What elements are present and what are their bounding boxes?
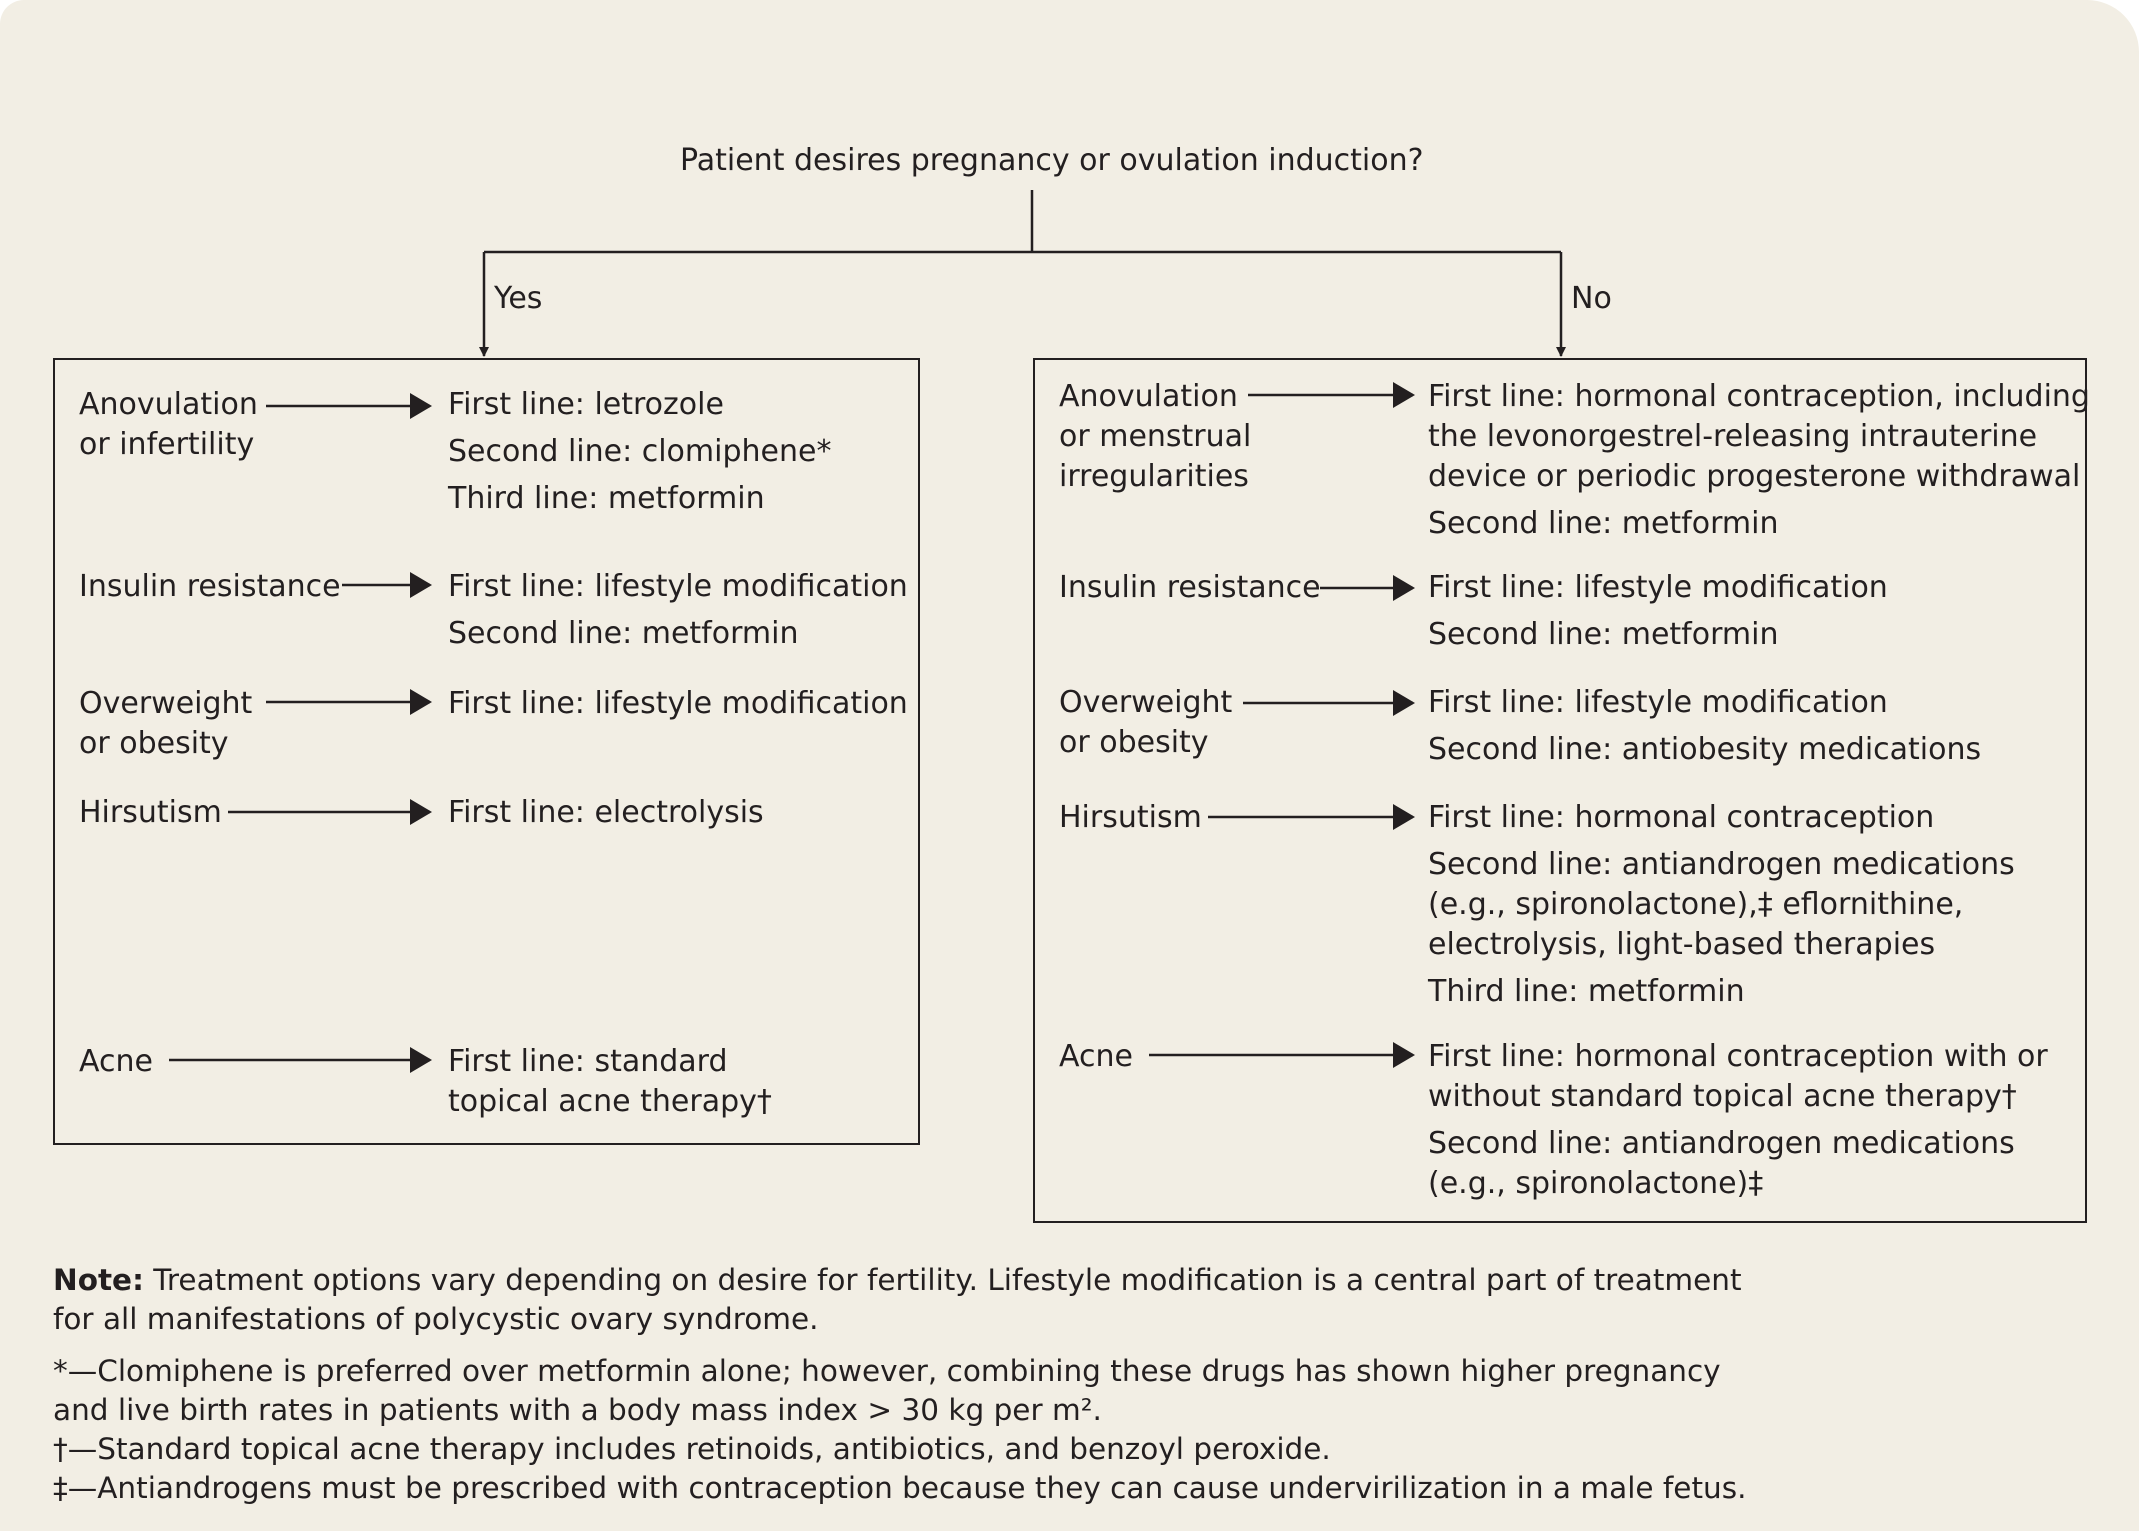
yes-hirsutism-condition: Hirsutism	[79, 795, 222, 830]
no-branch-label: No	[1571, 281, 1612, 316]
no-anovulation-condition: Anovulation or menstrual irregularities	[1059, 379, 1252, 494]
yes-insulin-treatments: First line: lifestyle modification Secon…	[448, 569, 908, 651]
question-text: Patient desires pregnancy or ovulation i…	[680, 143, 1424, 178]
no-acne-condition: Acne	[1059, 1039, 1133, 1074]
note-label: Note:	[53, 1263, 144, 1297]
yes-branch-label: Yes	[494, 281, 543, 316]
footnote-asterisk-line-1: *—Clomiphene is preferred over metformin…	[53, 1354, 1721, 1388]
yes-acne-condition: Acne	[79, 1044, 153, 1079]
no-insulin-condition: Insulin resistance	[1059, 570, 1321, 605]
note-text-line-1: Treatment options vary depending on desi…	[143, 1263, 1742, 1297]
note-text-line-2: for all manifestations of polycystic ova…	[53, 1302, 819, 1336]
yes-hirsutism-treatments: First line: electrolysis	[448, 795, 764, 830]
no-hirsutism-treatments: First line: hormonal contraception Secon…	[1428, 800, 2015, 1009]
footnotes: *—Clomiphene is preferred over metformin…	[53, 1352, 1746, 1508]
yes-acne-treatments: First line: standard topical acne therap…	[448, 1044, 772, 1119]
no-overweight-condition: Overweight or obesity	[1059, 685, 1233, 760]
no-treatment-box	[1033, 358, 2087, 1223]
footnote-double-dagger: ‡—Antiandrogens must be prescribed with …	[53, 1471, 1747, 1505]
yes-overweight-condition: Overweight or obesity	[79, 686, 253, 761]
yes-anovulation-condition: Anovulation or infertility	[79, 387, 258, 462]
footnote-dagger: †—Standard topical acne therapy includes…	[53, 1432, 1331, 1466]
no-hirsutism-condition: Hirsutism	[1059, 800, 1202, 835]
note-paragraph: Note: Treatment options vary depending o…	[53, 1261, 1742, 1339]
yes-overweight-treatments: First line: lifestyle modification	[448, 686, 908, 721]
no-acne-treatments: First line: hormonal contraception with …	[1428, 1039, 2048, 1201]
footnote-asterisk-line-2: and live birth rates in patients with a …	[53, 1393, 1102, 1427]
no-insulin-treatments: First line: lifestyle modification Secon…	[1428, 570, 1888, 652]
yes-anovulation-treatments: First line: letrozole Second line: clomi…	[448, 387, 832, 516]
no-anovulation-treatments: First line: hormonal contraception, incl…	[1428, 379, 2090, 541]
yes-treatment-box	[53, 358, 920, 1145]
no-overweight-treatments: First line: lifestyle modification Secon…	[1428, 685, 1982, 767]
yes-insulin-condition: Insulin resistance	[79, 569, 341, 604]
